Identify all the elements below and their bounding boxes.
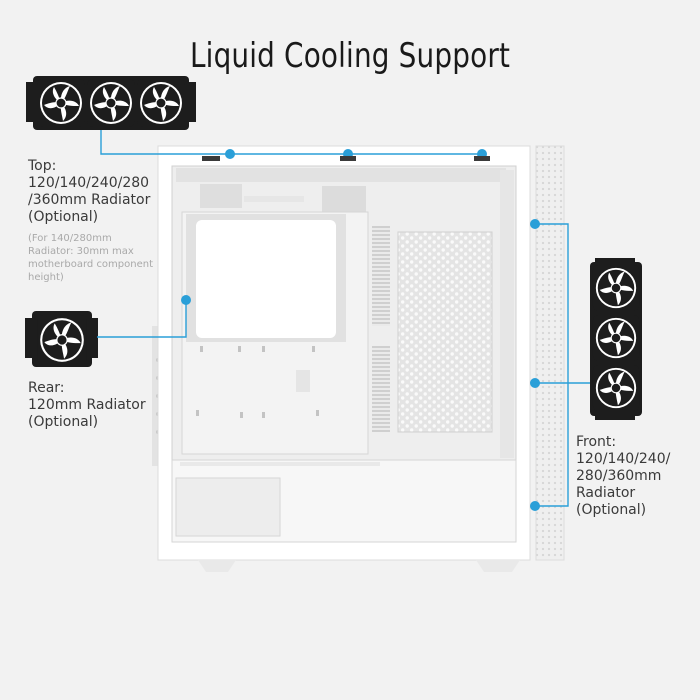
front-label-line: 280/360mm — [576, 468, 662, 484]
connector-dot-icon — [181, 295, 191, 305]
top-label-line: (Optional) — [28, 209, 99, 225]
radiator-fan-icon — [86, 78, 136, 128]
front-connector-bracket — [535, 223, 569, 507]
top-connector-line — [100, 130, 482, 155]
top-label-line: 120/140/240/280 — [28, 175, 150, 191]
rear-label-line: Rear: — [28, 380, 65, 396]
connector-dot-icon — [530, 378, 540, 388]
connector-dot-icon — [225, 149, 235, 159]
rear-connector-line — [97, 300, 187, 338]
top-label-line: Top: — [28, 158, 57, 174]
case-illustration — [152, 145, 565, 572]
psu-bay — [175, 477, 281, 537]
rear-radiator-icon — [25, 311, 98, 367]
top-note-line: height) — [28, 272, 64, 283]
radiator-fan-icon — [592, 364, 640, 412]
connector-lines — [97, 130, 590, 507]
rear-label-line: (Optional) — [28, 414, 99, 430]
top-label-line: /360mm Radiator — [28, 192, 151, 208]
front-label-line: Front: — [576, 434, 617, 450]
mesh-panel — [397, 231, 493, 433]
front-label-line: 120/140/240/ — [576, 451, 671, 467]
top-note-line: motherboard component — [28, 259, 154, 270]
top-note-line: (For 140/280mm — [28, 233, 112, 244]
cable-slots — [372, 346, 390, 432]
connector-dot-icon — [530, 219, 540, 229]
top-radiator-icon — [26, 76, 196, 130]
front-radiator-icon — [590, 258, 642, 420]
radiator-fan-icon — [36, 314, 88, 366]
connector-dot-icon — [530, 501, 540, 511]
radiator-fan-icon — [592, 314, 640, 362]
case-foot — [476, 560, 520, 572]
front-label-line: (Optional) — [576, 502, 647, 518]
front-mesh-panel — [535, 145, 565, 561]
top-radiator-label: Top: 120/140/240/280 /360mm Radiator (Op… — [28, 158, 150, 226]
rear-label-line: 120mm Radiator — [28, 397, 146, 413]
cable-slots — [372, 226, 390, 326]
page-title: Liquid Cooling Support — [189, 36, 511, 76]
front-label-line: Radiator — [576, 485, 636, 501]
rear-radiator-label: Rear: 120mm Radiator (Optional) — [28, 380, 146, 431]
top-note-line: Radiator: 30mm max — [28, 246, 134, 257]
radiator-fan-icon — [592, 264, 640, 312]
top-radiator-note: (For 140/280mm Radiator: 30mm max mother… — [28, 232, 153, 284]
radiator-fan-icon — [36, 78, 86, 128]
case-foot — [198, 560, 236, 572]
front-radiator-label: Front: 120/140/240/ 280/360mm Radiator (… — [576, 434, 670, 519]
radiator-fan-icon — [136, 78, 186, 128]
